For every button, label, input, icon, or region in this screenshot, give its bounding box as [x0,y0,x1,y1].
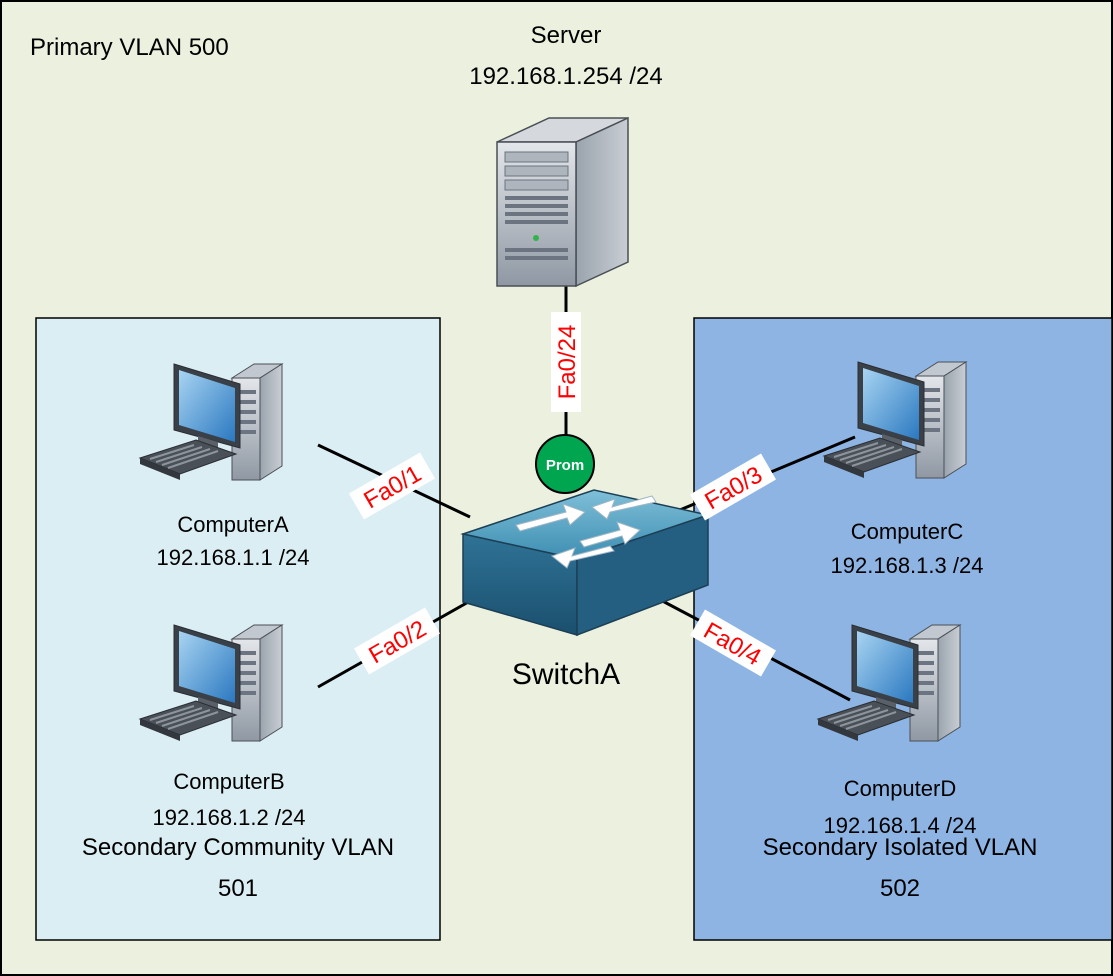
computer-a-name: ComputerA [177,512,289,537]
community-vlan-id: 501 [218,875,258,902]
port-fa0-24-text: Fa0/24 [554,325,581,400]
computer-b-name: ComputerB [173,769,284,794]
server-ip: 192.168.1.254 /24 [469,63,663,90]
promiscuous-port-badge: Prom [535,434,595,494]
switch-name: SwitchA [512,658,620,691]
computer-d-name: ComputerD [844,776,956,801]
server-name: Server [531,22,602,49]
isolated-vlan-name: Secondary Isolated VLAN [763,834,1038,861]
computer-a-ip: 192.168.1.1 /24 [157,545,310,570]
server-icon[interactable] [496,116,629,288]
computer-b-ip: 192.168.1.2 /24 [153,805,306,830]
primary-vlan-label: Primary VLAN 500 [30,34,229,61]
community-vlan-name: Secondary Community VLAN [82,834,394,861]
computer-c-ip: 192.168.1.3 /24 [831,553,984,578]
port-label-fa0-24: Fa0/24 [551,312,581,412]
isolated-vlan-id: 502 [880,875,920,902]
computer-d-ip: 192.168.1.4 /24 [824,813,977,838]
computer-c-name: ComputerC [851,519,964,544]
switch-icon[interactable] [460,489,711,637]
prom-badge-text: Prom [546,457,584,474]
